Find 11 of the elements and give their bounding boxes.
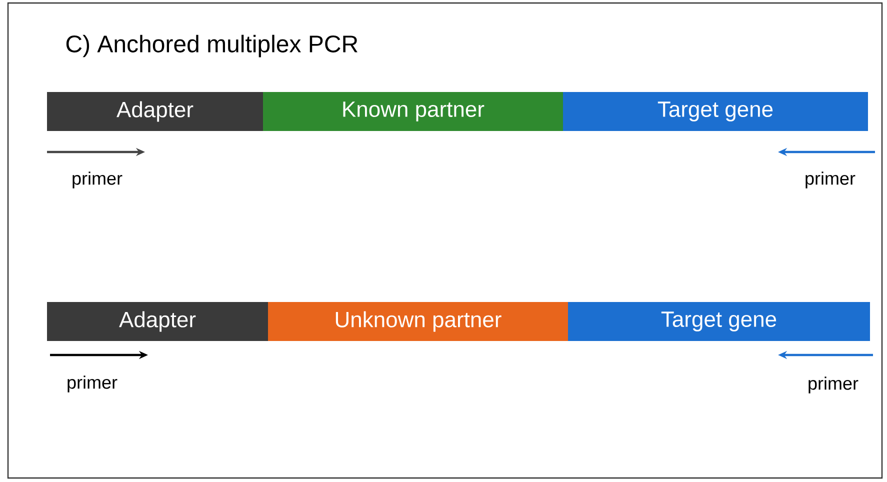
gene-segment: Adapter (47, 92, 263, 131)
gene-segment: Target gene (563, 92, 868, 131)
gene-segment: Known partner (263, 92, 563, 131)
primer-label: primer (72, 172, 122, 188)
primer-label: primer (68, 376, 118, 392)
primer-label: primer (806, 172, 856, 188)
gene-segment: Target gene (568, 302, 870, 341)
title: C) Anchored multiplex PCR (66, 34, 358, 58)
gene-segment: Unknown partner (268, 302, 568, 341)
primer-label: primer (808, 376, 858, 394)
gene-segment: Adapter (47, 302, 268, 341)
